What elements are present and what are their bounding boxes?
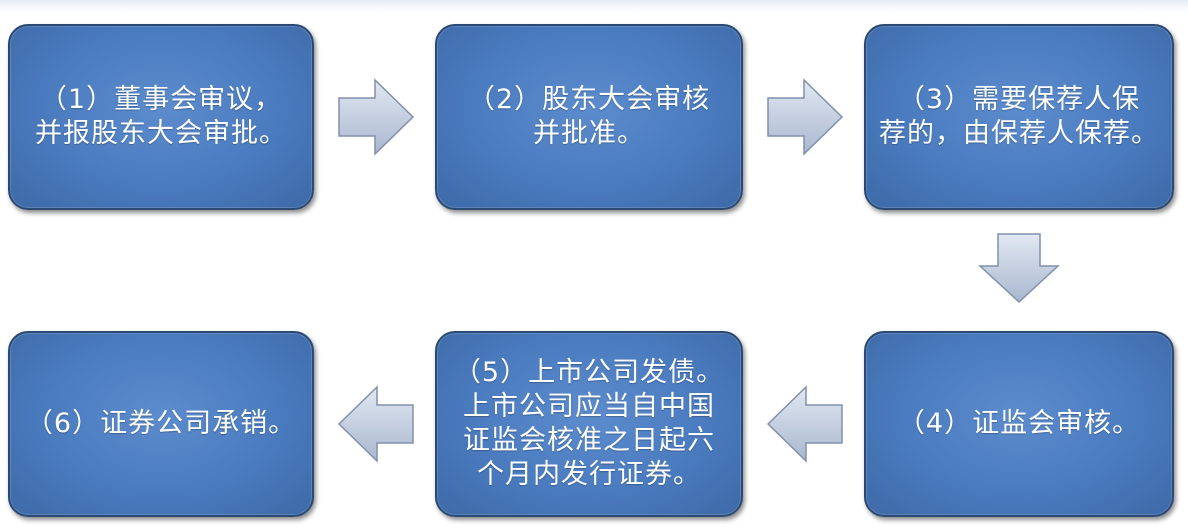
step-4-box: （4）证监会审核。 — [864, 331, 1174, 517]
arrow-down-icon — [978, 232, 1060, 304]
step-5-label: （5）上市公司发债。 上市公司应当自中国 证监会核准之日起六 个月内发行证券。 — [453, 357, 725, 490]
arrow-left-icon — [766, 385, 844, 463]
step-1-box: （1）董事会审议， 并报股东大会审批。 — [8, 24, 314, 210]
arrow-right-icon — [766, 78, 844, 156]
step-5-box: （5）上市公司发债。 上市公司应当自中国 证监会核准之日起六 个月内发行证券。 — [435, 331, 743, 517]
step-3-label: （3）需要保荐人保 荐的，由保荐人保荐。 — [879, 84, 1159, 149]
top-decorative-band — [0, 0, 1188, 14]
step-2-box: （2）股东大会审核 并批准。 — [435, 24, 743, 210]
arrow-left-icon — [337, 385, 415, 463]
step-3-box: （3）需要保荐人保 荐的，由保荐人保荐。 — [864, 24, 1174, 210]
step-4-label: （4）证监会审核。 — [897, 408, 1141, 439]
step-6-box: （6）证券公司承销。 — [8, 331, 314, 517]
step-1-label: （1）董事会审议， 并报股东大会审批。 — [35, 84, 287, 149]
step-2-label: （2）股东大会审核 并批准。 — [467, 84, 711, 149]
arrow-right-icon — [337, 78, 415, 156]
step-6-label: （6）证券公司承销。 — [25, 408, 297, 439]
